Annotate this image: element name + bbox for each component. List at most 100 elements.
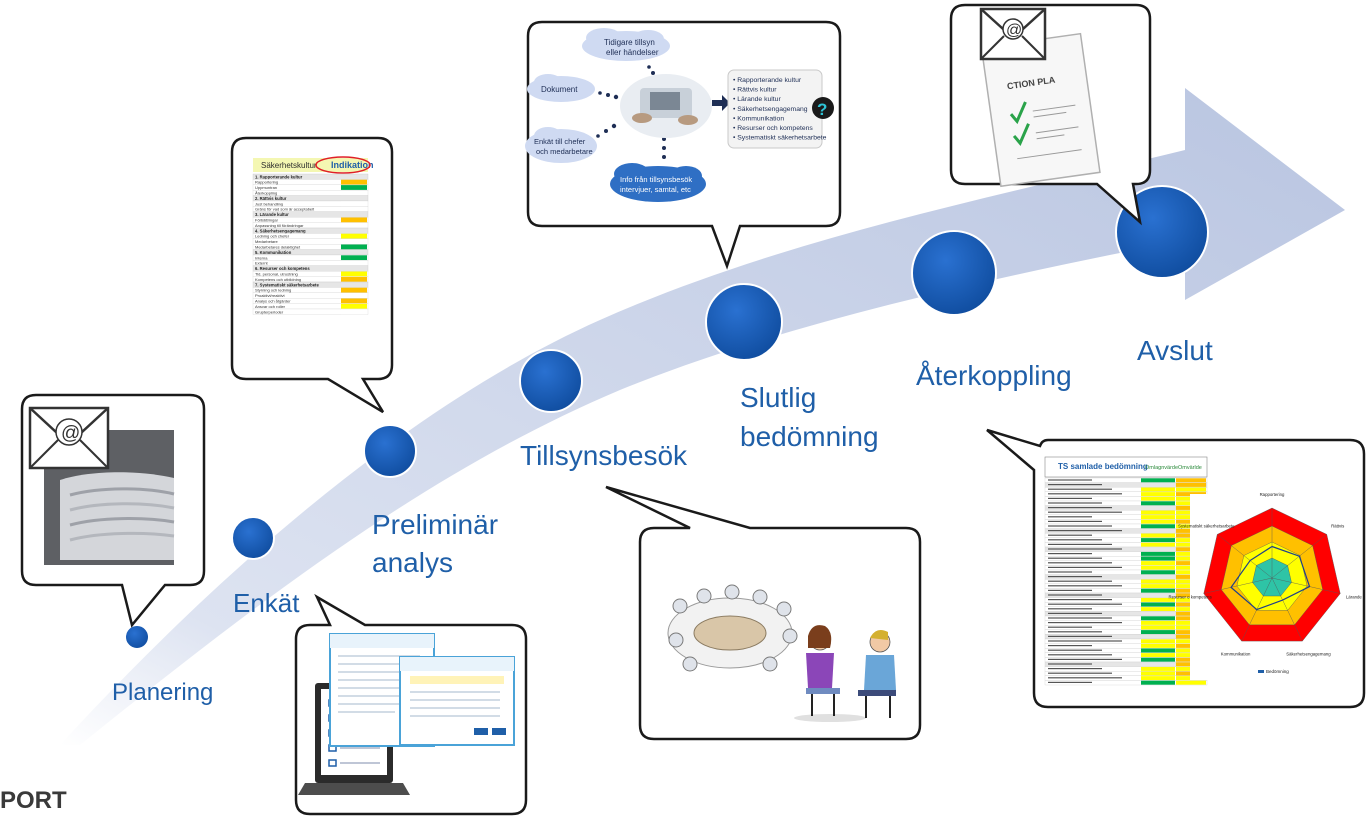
label-enkat: Enkät [233,588,300,618]
label-aterkoppling: Återkoppling [916,360,1072,391]
check-icon [1009,101,1027,125]
culture-list-item: • Systematiskt säkerhetsarbete [733,135,827,142]
assessment-row-text [1048,511,1122,513]
assessment-cell [1141,616,1175,621]
label-slutlig-2: bedömning [740,421,879,452]
culture-list-panel: • Rapporterande kultur• Rättvis kultur• … [727,69,834,149]
assessment-row-text [1048,668,1102,670]
assessment-cell [1141,565,1175,570]
assessment-cell [1141,680,1175,685]
cloud-previous-line2: eller händelser [606,48,659,57]
assessment-cell [1141,625,1175,630]
assessment-title: TS samlade bedömning [1058,462,1148,471]
culture-list-item: • Kommunikation [733,115,784,122]
node-enkat[interactable] [231,516,275,560]
assessment-row-text [1048,681,1092,683]
assessment-row-text [1048,658,1122,660]
assessment-row-text [1048,520,1102,522]
stage-nodes [124,185,1209,650]
assessment-cell [1141,676,1175,681]
survey-form-front [399,656,515,746]
node-slutlig[interactable] [705,283,783,361]
assessment-row-text [1048,553,1092,555]
assessment-cell [1141,551,1175,556]
radar-axis-label: Resurser o kompetens [1168,595,1211,600]
indication-status-cell [341,233,367,239]
indication-status-cell [341,298,367,304]
assessment-cell [1141,501,1175,506]
radar-axis [1203,577,1273,594]
assessment-row-text [1048,594,1102,596]
label-tillsyn: Tillsynsbesök [520,440,688,471]
action-plan-document: CTION PLA [980,32,1101,188]
footer-brand: PORT [0,787,67,814]
indication-status-cell [341,239,367,244]
assessment-row-text [1048,617,1112,619]
indication-section-title: 1. Rapporterande kultur [255,174,303,179]
node-tillsyn[interactable] [519,349,583,413]
assessment-table: TS samlade bedömning Omlagnvärde Omvärld… [1044,456,1208,686]
assessment-row-text [1048,599,1112,601]
assessment-cell [1141,478,1175,483]
indication-row-label: Styrning och ledning [255,288,291,293]
node-aterkoppling[interactable] [911,230,997,316]
node-avslut[interactable] [1115,185,1209,279]
assessment-row-text [1048,566,1122,568]
two-people-illustration [794,625,896,722]
radar-axis-label: Rättvis [1331,524,1344,529]
culture-list-item: • Lärande kultur [733,96,781,103]
assessment-row-text [1048,603,1122,605]
indication-row-label: Kompetens och utbildning [255,277,301,282]
question-icon [812,97,834,119]
indication-section-title: 3. Lärande kultur [255,212,289,217]
assessment-row-text [1048,608,1092,610]
cloud-info-line1: Info från tillsynsbesök [620,175,692,184]
assessment-row-text [1048,585,1122,587]
assessment-row-text [1048,479,1092,481]
assessment-cell [1141,597,1175,602]
assessment-row-text [1048,548,1122,550]
radar-axis-labels: RapporteringRättvisLärandeSäkerhetsengag… [1168,492,1362,657]
indication-row-label: Medarbetare [255,239,278,244]
assessment-row-text [1048,654,1112,656]
culture-list-item: • Resurser och kompetens [733,125,813,132]
cloud-info-line2: intervjuer, samtal, etc [620,185,691,194]
assessment-row-text [1048,539,1102,541]
assessment-row-text [1048,626,1092,628]
bubble-planering: @ [20,393,206,628]
indication-row [252,308,369,315]
indication-row-label: Återkoppling [255,191,277,196]
indication-row-label: Anpassning till förändringar [255,223,304,228]
indication-row-label: Just behandling [255,201,283,206]
svg-text:@: @ [1006,22,1022,39]
cloud-document: Dokument [527,74,595,102]
assessment-row-text [1048,589,1092,591]
svg-text:@: @ [61,423,80,444]
label-avslut: Avslut [1137,335,1213,366]
radar-series [1230,545,1311,611]
assessment-cell [1141,542,1175,547]
highlight-circle [315,156,371,174]
indication-section-title: 4. Säkerhetsengagemang [255,228,306,233]
assessment-row-text [1048,576,1102,578]
assessment-cell [1141,620,1175,625]
meeting-photo [620,74,712,138]
indication-status-cell [341,260,367,266]
assessment-cell [1176,680,1206,685]
node-planering[interactable] [124,624,150,650]
assessment-cell [1141,630,1175,635]
assessment-row-text [1048,493,1122,495]
indication-status-cell [341,222,367,228]
assessment-cell [1141,643,1175,648]
radar-axis [1271,577,1303,642]
indication-status-cell [341,179,367,185]
assessment-row-text [1048,484,1102,486]
indication-row-label: Ledning och chefer [255,234,290,239]
node-preliminar[interactable] [363,424,417,478]
cloud-info: Info från tillsynsbesök intervjuer, samt… [610,163,706,202]
indication-rows: 1. Rapporterande kulturRapporteringUppmu… [252,173,369,315]
assessment-cell [1141,584,1175,589]
assessment-row-text [1048,635,1112,637]
indication-status-cell [341,287,367,293]
assessment-cell [1141,524,1175,529]
